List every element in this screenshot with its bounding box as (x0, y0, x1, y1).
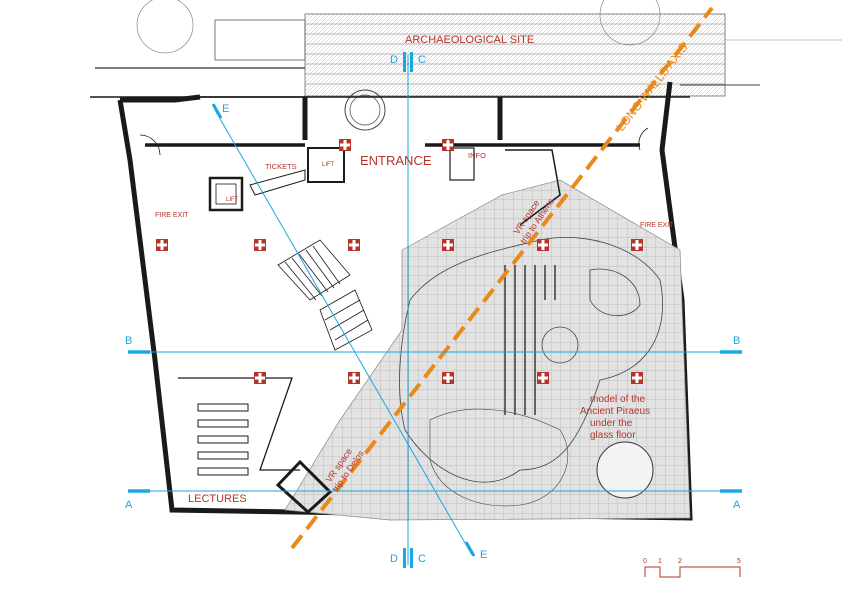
model-label-line3: under the (590, 418, 633, 429)
scale-tick-2: 2 (678, 558, 682, 565)
interior-elements (139, 127, 649, 515)
section-marker-b-right: B (733, 335, 740, 347)
scale-bar: 0 1 2 5 (643, 558, 741, 578)
fire-exit-left-label: FIRE EXIT (155, 212, 189, 219)
fire-extinguisher-cross-icon (348, 372, 360, 384)
fire-extinguisher-cross-icon (156, 239, 168, 251)
archaeological-site-label: ARCHAEOLOGICAL SITE (405, 34, 534, 46)
entrance-label: ENTRANCE (360, 153, 432, 168)
fire-extinguisher-cross-icon (254, 239, 266, 251)
scale-tick-1: 1 (658, 558, 662, 565)
section-marker-c-bottom: C (418, 553, 426, 565)
lift-left-label: LIFT (226, 197, 239, 203)
scale-tick-0: 0 (643, 558, 647, 565)
fire-extinguisher-cross-icons (156, 139, 643, 384)
fire-extinguisher-cross-icon (442, 139, 454, 151)
fire-extinguisher-cross-icon (348, 239, 360, 251)
fire-exit-right-label: FIRE EXIT (640, 222, 674, 229)
section-marker-b-left: B (125, 335, 132, 347)
fire-extinguisher-cross-icon (442, 372, 454, 384)
section-marker-d-top: D (390, 54, 398, 66)
fire-extinguisher-cross-icon (537, 239, 549, 251)
scale-tick-5: 5 (737, 558, 741, 565)
lectures-label: LECTURES (188, 493, 247, 505)
fire-extinguisher-cross-icon (254, 372, 266, 384)
section-marker-a-left: A (125, 499, 133, 511)
fire-extinguisher-cross-icon (442, 239, 454, 251)
section-marker-a-right: A (733, 499, 741, 511)
model-label-line4: glass floor (590, 430, 636, 441)
fire-extinguisher-cross-icon (537, 372, 549, 384)
fire-extinguisher-cross-icon (631, 239, 643, 251)
section-marker-e-top: E (222, 103, 229, 115)
fire-extinguisher-cross-icon (339, 139, 351, 151)
glass-floor-grid (284, 179, 691, 521)
archaeological-site-area (95, 0, 842, 131)
model-label-line1: model of the (590, 394, 645, 405)
info-label: INFO (468, 151, 486, 160)
fire-extinguisher-cross-icon (631, 372, 643, 384)
section-marker-e-bottom: E (480, 549, 487, 561)
section-marker-d-bottom: D (390, 553, 398, 565)
section-marker-labels: D C D C E E B B A A (125, 54, 741, 565)
model-label-line2: Ancient Piraeus (580, 406, 650, 417)
tickets-label: TICKETS (265, 162, 297, 171)
section-marker-c-top: C (418, 54, 426, 66)
section-lines (128, 52, 742, 568)
lift-center-label: LIFT (322, 162, 335, 168)
